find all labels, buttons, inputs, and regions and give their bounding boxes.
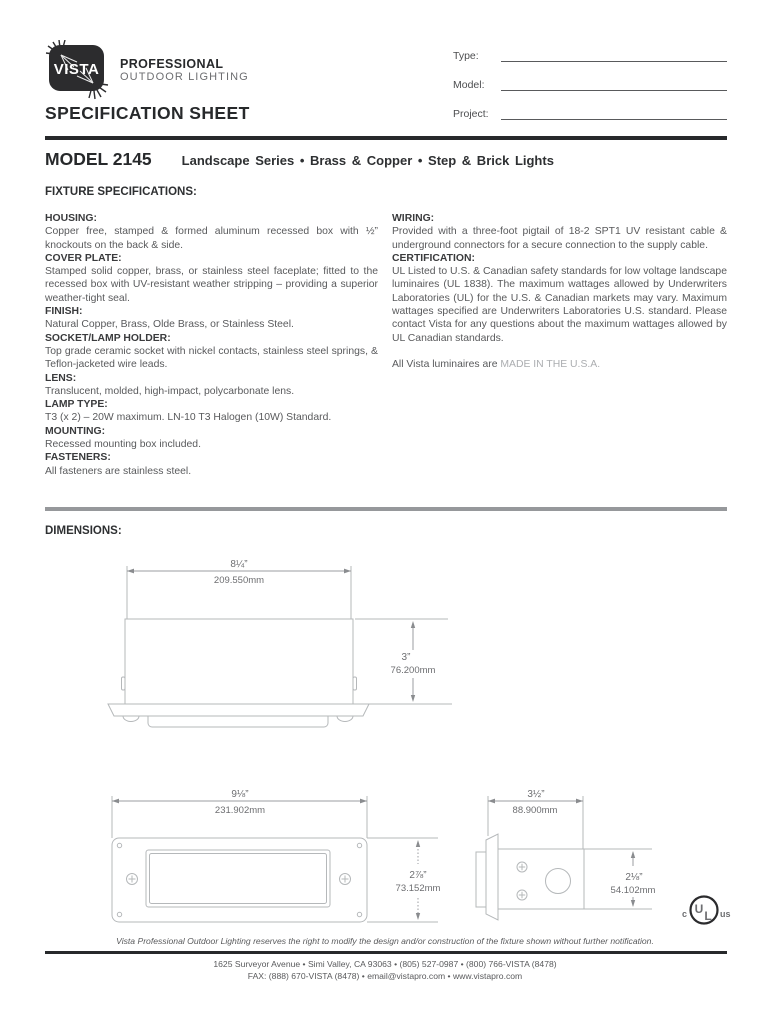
spec-cover-plate: COVER PLATE: Stamped solid copper, brass…: [45, 252, 378, 305]
dim2-height-mm: 73.152mm: [396, 883, 441, 894]
spec-body: Recessed mounting box included.: [45, 439, 201, 451]
ul-letter-u: U: [695, 902, 704, 916]
faceplate: [111, 837, 368, 923]
dim1-width-inches: 8¼”: [230, 558, 247, 570]
footer-address-line: 1625 Surveyor Avenue • Simi Valley, CA 9…: [213, 959, 557, 969]
spec-finish: FINISH: Natural Copper, Brass, Olde Bras…: [45, 305, 378, 332]
type-field-row: Type:: [453, 46, 727, 62]
model-subtitle: Landscape Series • Brass & Copper • Step…: [181, 153, 554, 168]
specs-right-column: WIRING: Provided with a three-foot pigta…: [392, 212, 727, 382]
made-in-prefix: All Vista luminaires are: [392, 358, 501, 370]
spec-certification: CERTIFICATION: UL Listed to U.S. & Canad…: [392, 252, 727, 345]
dim2-height-inches: 2⅞”: [409, 870, 426, 881]
ul-letter-l: L: [704, 909, 711, 923]
box-body: [124, 618, 354, 705]
drawing-box-profile-view: 3½” 88.900mm 2⅛” 54.102mm: [475, 789, 656, 921]
spec-body: Top grade ceramic socket with nickel con…: [45, 345, 378, 371]
footer-notice: Vista Professional Outdoor Lighting rese…: [116, 936, 654, 946]
spec-heading: FASTENERS:: [45, 452, 111, 464]
spec-body: Translucent, molded, high-impact, polyca…: [45, 385, 295, 397]
dim1-width-mm: 209.550mm: [214, 575, 264, 586]
spec-body: Stamped solid copper, brass, or stainles…: [45, 266, 378, 304]
spec-heading: HOUSING:: [45, 213, 97, 224]
spec-heading: LENS:: [45, 372, 77, 384]
dimension-drawings: 8¼” 209.550mm 3” 76.200mm 9⅛”: [107, 558, 731, 925]
logo-inner-rays: [60, 54, 94, 84]
header-divider: [45, 136, 727, 140]
profile-screws: [516, 861, 528, 901]
section-divider: [45, 507, 727, 511]
vista-logo: VISTA: [45, 40, 109, 100]
logo-wordmark: VISTA: [54, 61, 100, 78]
dim3-height-mm: 54.102mm: [611, 885, 656, 896]
spec-socket-lamp-holder: SOCKET/LAMP HOLDER: Top grade ceramic so…: [45, 332, 378, 372]
footer-address-block: 1625 Surveyor Avenue • Simi Valley, CA 9…: [0, 959, 770, 982]
profile-box: [497, 848, 585, 910]
type-blank-line: [501, 47, 727, 62]
spec-body: Copper free, stamped & formed aluminum r…: [45, 226, 378, 251]
footer-divider: [45, 951, 727, 954]
ul-letter-c: c: [682, 909, 687, 919]
drawing-box-side-view: 8¼” 209.550mm 3” 76.200mm: [107, 558, 452, 728]
ul-listed-mark: U L c us: [682, 895, 731, 925]
lens-outer: [145, 849, 331, 908]
spec-heading: SOCKET/LAMP HOLDER:: [45, 332, 171, 344]
model-blank-line: [501, 76, 727, 91]
spec-body: T3 (x 2) – 20W maximum. LN-10 T3 Halogen…: [45, 412, 332, 424]
spec-body: Provided with a three-foot pigtail of 18…: [392, 226, 727, 251]
spec-lamp-type: LAMP TYPE: T3 (x 2) – 20W maximum. LN-10…: [45, 398, 378, 425]
page-title: SPECIFICATION SHEET: [45, 103, 250, 123]
spec-lens: LENS: Translucent, molded, high-impact, …: [45, 372, 378, 399]
dim3-width-inches: 3½”: [527, 789, 544, 800]
spec-heading: WIRING:: [392, 213, 435, 224]
model-label: Model:: [453, 79, 485, 91]
spec-body: UL Listed to U.S. & Canadian safety stan…: [392, 266, 727, 344]
spec-wiring: WIRING: Provided with a three-foot pigta…: [392, 212, 727, 252]
specs-left-column: HOUSING: Copper free, stamped & formed a…: [45, 212, 378, 478]
project-blank-line: [501, 105, 727, 120]
fixture-specifications-heading: FIXTURE SPECIFICATIONS:: [45, 186, 197, 198]
spec-fasteners: FASTENERS: All fasteners are stainless s…: [45, 451, 378, 478]
model-heading-row: MODEL 2145 Landscape Series • Brass & Co…: [45, 149, 554, 170]
model-field-row: Model:: [453, 75, 727, 91]
brand-outdoor-lighting: OUTDOOR LIGHTING: [120, 71, 249, 84]
profile-flange: [485, 833, 499, 921]
faceplate-screws: [126, 873, 351, 885]
spec-heading: CERTIFICATION:: [392, 252, 475, 264]
dim3-height-inches: 2⅛”: [625, 872, 642, 883]
footer-contact-line: FAX: (888) 670-VISTA (8478) • email@vist…: [247, 970, 523, 981]
project-field-row: Project:: [453, 104, 727, 120]
ul-letters-us: us: [720, 909, 731, 919]
box-recess: [147, 715, 329, 728]
project-label: Project:: [453, 108, 489, 120]
spec-heading: LAMP TYPE:: [45, 399, 108, 411]
spec-body: Natural Copper, Brass, Olde Brass, or St…: [45, 319, 294, 331]
dim1-height-inches: 3”: [402, 652, 411, 663]
lens-edge: [475, 851, 487, 908]
spec-heading: FINISH:: [45, 306, 83, 318]
box-flange: [107, 703, 370, 717]
knockout-circle: [545, 868, 571, 894]
made-in-highlight: MADE IN THE U.S.A.: [500, 358, 601, 370]
dim2-width-mm: 231.902mm: [215, 805, 265, 816]
dim2-width-inches: 9⅛”: [231, 789, 248, 800]
type-label: Type:: [453, 50, 479, 62]
spec-heading: COVER PLATE:: [45, 252, 122, 264]
drawing-faceplate-front-view: 9⅛” 231.902mm 2⅞” 73.: [111, 789, 441, 923]
spec-heading: MOUNTING:: [45, 425, 106, 437]
model-number: MODEL 2145: [45, 149, 152, 169]
dimensions-heading: DIMENSIONS:: [45, 525, 122, 537]
made-in-usa-line: All Vista luminaires are MADE IN THE U.S…: [392, 358, 727, 371]
dim1-height-mm: 76.200mm: [391, 665, 436, 676]
spec-body: All fasteners are stainless steel.: [45, 465, 192, 477]
spec-housing: HOUSING: Copper free, stamped & formed a…: [45, 212, 378, 252]
brand-text: PROFESSIONAL OUTDOOR LIGHTING: [120, 57, 249, 84]
lens-inner: [149, 853, 327, 904]
dim3-width-mm: 88.900mm: [513, 805, 558, 816]
spec-mounting: MOUNTING: Recessed mounting box included…: [45, 425, 378, 452]
header-fields: Type: Model: Project:: [453, 46, 727, 133]
brand-professional: PROFESSIONAL: [120, 57, 224, 71]
